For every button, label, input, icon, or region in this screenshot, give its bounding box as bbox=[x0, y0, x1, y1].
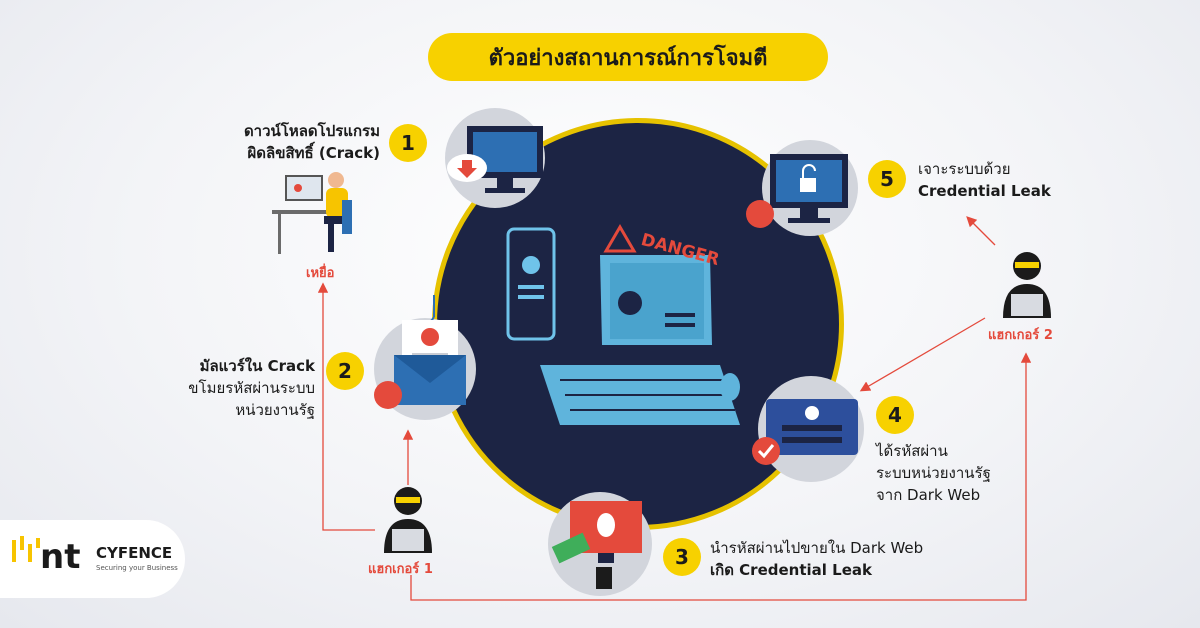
step2-line2: ขโมยรหัสผ่านระบบ bbox=[188, 379, 315, 397]
nt-logo-mark bbox=[12, 536, 40, 562]
step4-text: ได้รหัสผ่าน ระบบหน่วยงานรัฐ จาก Dark Web bbox=[876, 440, 1066, 506]
phishing-email-icon bbox=[374, 295, 466, 409]
warning-icon bbox=[603, 224, 637, 253]
cyfence-tagline: Securing your Business bbox=[96, 564, 178, 572]
step5-line1: เจาะระบบด้วย bbox=[918, 160, 1011, 178]
step4-number: 4 bbox=[876, 396, 914, 434]
darkweb-sale-icon bbox=[551, 501, 642, 589]
center-illustration bbox=[506, 224, 740, 425]
victim-at-desk-icon bbox=[272, 172, 352, 254]
monitor-download-icon bbox=[447, 126, 543, 193]
bug-icon bbox=[720, 373, 740, 401]
page-title: ตัวอย่างสถานการณ์การโจมตี bbox=[428, 33, 828, 81]
line-hacker2-to-step4 bbox=[859, 317, 986, 392]
step4-line3: จาก Dark Web bbox=[876, 486, 981, 504]
step4-line2: ระบบหน่วยงานรัฐ bbox=[876, 464, 991, 482]
credential-card-icon bbox=[752, 399, 858, 465]
step2-text: มัลแวร์ใน Crack ขโมยรหัสผ่านระบบ หน่วยงา… bbox=[140, 355, 315, 421]
line-hacker1-to-victim bbox=[317, 282, 375, 531]
step3-text: นำรหัสผ่านไปขายใน Dark Web เกิด Credenti… bbox=[710, 537, 970, 581]
phone-icon bbox=[506, 227, 556, 341]
step3-line2: เกิด Credential Leak bbox=[710, 561, 872, 579]
step2-number: 2 bbox=[326, 352, 364, 390]
unlocked-monitor-icon bbox=[746, 154, 848, 228]
hacker2-icon bbox=[1003, 252, 1051, 318]
step3-number: 3 bbox=[663, 538, 701, 576]
step2-line3: หน่วยงานรัฐ bbox=[235, 401, 315, 419]
step1-text: ดาวน์โหลดโปรแกรม ผิดลิขสิทธิ์ (Crack) bbox=[200, 120, 380, 164]
line-hacker1-to-hacker2 bbox=[410, 352, 1032, 601]
step1-line2: ผิดลิขสิทธิ์ (Crack) bbox=[247, 144, 380, 162]
hacker1-icon bbox=[384, 487, 432, 553]
step1-line1: ดาวน์โหลดโปรแกรม bbox=[243, 122, 380, 140]
hacker1-label: แฮกเกอร์ 1 bbox=[368, 562, 433, 577]
hacker2-label: แฮกเกอร์ 2 bbox=[988, 328, 1053, 343]
step5-line2: Credential Leak bbox=[918, 182, 1051, 200]
step4-line1: ได้รหัสผ่าน bbox=[876, 442, 948, 460]
cyfence-brand: CYFENCE bbox=[96, 544, 173, 562]
step5-text: เจาะระบบด้วย Credential Leak bbox=[918, 158, 1098, 202]
nt-cyfence-logo: nt CYFENCE Securing your Business bbox=[0, 520, 185, 598]
step1-number: 1 bbox=[389, 124, 427, 162]
step3-line1: นำรหัสผ่านไปขายใน Dark Web bbox=[710, 539, 924, 557]
victim-label: เหยื่อ bbox=[306, 266, 335, 281]
line-hacker2-to-step5 bbox=[966, 216, 996, 246]
step5-number: 5 bbox=[868, 160, 906, 198]
nt-logo-text: nt bbox=[40, 537, 81, 577]
step2-line1: มัลแวร์ใน Crack bbox=[199, 357, 315, 375]
